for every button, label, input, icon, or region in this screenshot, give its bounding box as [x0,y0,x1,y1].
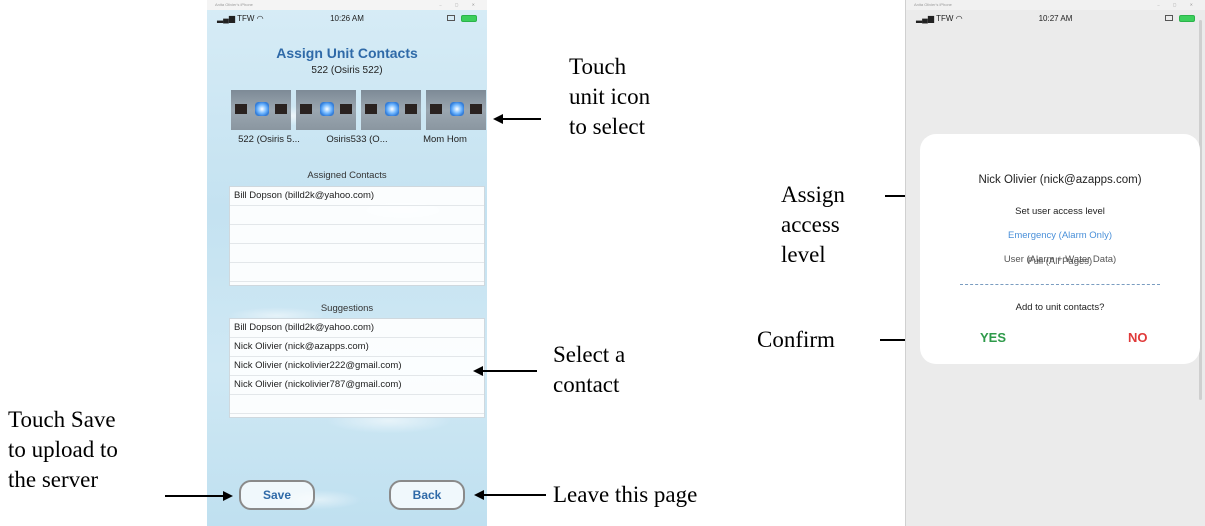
list-item[interactable] [230,244,484,263]
no-button[interactable]: NO [1128,330,1148,345]
list-item[interactable] [230,225,484,244]
assign-unit-contacts-screen: Anita Olivier's iPhone – ▢ ✕ ▂▄▆ TFW ◠ 1… [207,0,487,526]
list-item[interactable] [230,206,484,225]
access-prompt: Set user access level [1015,206,1105,217]
list-item[interactable]: Nick Olivier (nickolivier787@gmail.com) [230,376,484,395]
list-item[interactable] [230,395,484,414]
device-icon [447,15,455,21]
assigned-contacts-heading: Assigned Contacts [307,170,387,181]
window-titlebar: Anita Olivier's iPhone – ▢ ✕ [906,0,1205,10]
unit-icon[interactable] [426,90,486,130]
unit-label[interactable]: 522 (Osiris 5... [238,134,300,145]
signal-wifi-icon: ▂▄▆ TFW ◠ [916,14,963,23]
assigned-contacts-list: Bill Dopson (billd2k@yahoo.com) [229,186,485,286]
access-level-dialog: Nick Olivier (nick@azapps.com) Set user … [920,134,1200,364]
unit-picker [231,90,486,130]
back-button[interactable]: Back [389,480,465,510]
battery-icon [1179,15,1195,22]
carrier-label: TFW [936,14,954,23]
scrollbar[interactable] [1199,20,1202,400]
unit-icon[interactable] [231,90,291,130]
access-level-screen: Anita Olivier's iPhone – ▢ ✕ ▂▄▆ TFW ◠ 1… [905,0,1205,526]
window-titlebar: Anita Olivier's iPhone – ▢ ✕ [207,0,487,10]
confirm-prompt: Add to unit contacts? [1015,302,1105,313]
window-controls[interactable]: – ▢ ✕ [1157,2,1199,7]
signal-wifi-icon: ▂▄▆ TFW ◠ [217,14,264,23]
battery-icon [461,15,477,22]
access-option-user[interactable]: User (Alarm + Water Data) [1003,254,1117,265]
annotation-assign-level: Assign access level [781,182,845,267]
status-bar: ▂▄▆ TFW ◠ 10:27 AM [906,10,1205,28]
list-item[interactable] [230,263,484,282]
window-controls[interactable]: – ▢ ✕ [439,2,481,7]
list-item[interactable]: Nick Olivier (nickolivier222@gmail.com) [230,357,484,376]
window-title: Anita Olivier's iPhone [215,2,253,7]
list-item[interactable]: Nick Olivier (nick@azapps.com) [230,338,484,357]
unit-icon[interactable] [296,90,356,130]
suggestions-heading: Suggestions [320,303,374,314]
dialog-title: Nick Olivier (nick@azapps.com) [978,174,1142,186]
suggestions-list: Bill Dopson (billd2k@yahoo.com) Nick Oli… [229,318,485,418]
device-icon [1165,15,1173,21]
unit-labels: 522 (Osiris 5... Osiris533 (O... Mom Hom [227,134,487,145]
save-button[interactable]: Save [239,480,315,510]
access-option-full[interactable]: Full (All Pages) [1027,256,1093,267]
status-time: 10:26 AM [330,14,364,23]
unit-label[interactable]: Mom Hom [423,134,467,145]
annotation-select-contact: Select a contact [553,342,626,397]
annotation-confirm: Confirm [757,327,835,352]
carrier-label: TFW [237,14,255,23]
yes-button[interactable]: YES [980,330,1007,345]
list-item[interactable]: Bill Dopson (billd2k@yahoo.com) [230,187,484,206]
window-title: Anita Olivier's iPhone [914,2,952,7]
status-bar: ▂▄▆ TFW ◠ 10:26 AM [207,10,487,28]
access-option-emergency[interactable]: Emergency (Alarm Only) [1008,230,1112,241]
divider [960,284,1160,285]
selected-unit-label: 522 (Osiris 522) [311,65,383,76]
status-time: 10:27 AM [1038,14,1073,23]
page-title: Assign Unit Contacts [276,45,418,61]
annotation-touch-unit: Touch unit icon to select [569,54,651,139]
annotation-touch-save: Touch Save to upload to the server [8,407,118,492]
unit-label[interactable]: Osiris533 (O... [326,134,388,145]
unit-icon[interactable] [361,90,421,130]
list-item[interactable]: Bill Dopson (billd2k@yahoo.com) [230,319,484,338]
annotation-leave-page: Leave this page [553,482,698,507]
